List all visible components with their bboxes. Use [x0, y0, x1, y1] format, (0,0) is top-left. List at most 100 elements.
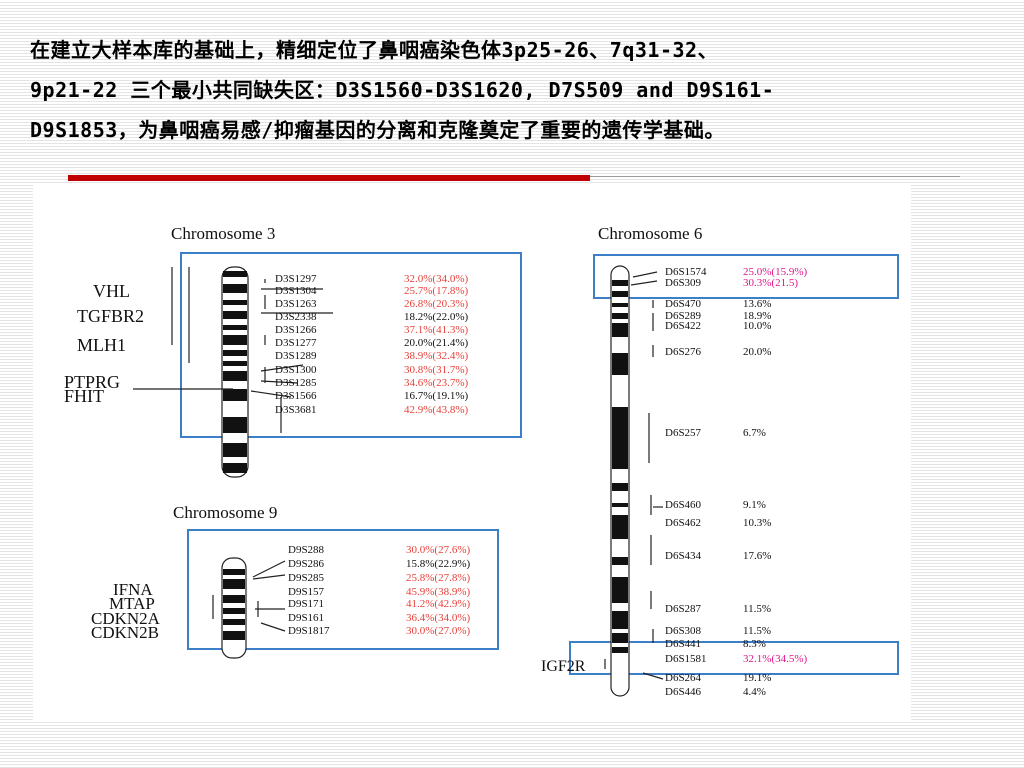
marker-loh-value: 20.0% — [743, 346, 771, 358]
marker-loh-value: 30.0%(27.0%) — [406, 625, 470, 637]
marker-name: D6S470 — [665, 298, 702, 310]
chr3-gene-labels: VHL TGFBR2 MLH1 PTPRG FHIT — [64, 281, 144, 406]
slide-text-line: D9S1853，为鼻咽癌易感/抑瘤基因的分离和克隆奠定了重要的遗传学基础。 — [30, 118, 725, 142]
chromosome-figure-panel: Chromosome 3 — [33, 185, 911, 720]
gene-label: IGF2R — [541, 658, 586, 675]
marker-name: D6S257 — [665, 427, 702, 439]
marker-loh-value: 4.4% — [743, 686, 766, 698]
marker-loh-value: 10.0% — [743, 320, 771, 332]
marker-name: D9S288 — [288, 544, 325, 556]
marker-name: D3S1263 — [275, 298, 317, 310]
marker-loh-value: 30.0%(27.6%) — [406, 544, 470, 556]
marker-loh-value: 30.8%(31.7%) — [404, 364, 468, 376]
marker-loh-value: 37.1%(41.3%) — [404, 324, 468, 336]
marker-loh-value: 11.5% — [743, 603, 771, 615]
chr9-marker-list: D9S288 30.0%(27.6%) D9S286 15.8%(22.9%) D9S2… — [288, 544, 470, 637]
chr6-marker-brackets — [604, 271, 664, 680]
chr3-ideogram — [221, 266, 249, 478]
marker-loh-value: 18.2%(22.0%) — [404, 311, 468, 323]
marker-name: D9S157 — [288, 586, 325, 598]
marker-loh-value: 10.3% — [743, 517, 771, 529]
gene-label: TGFBR2 — [77, 306, 144, 326]
marker-loh-value: 6.7% — [743, 427, 766, 439]
marker-name: D9S171 — [288, 598, 324, 610]
marker-name: D6S1574 — [665, 266, 707, 278]
chr6-marker-list: D6S1574 25.0%(15.9%) D6S309 30.3%(21.5) D6S4… — [665, 266, 807, 698]
slide-text-line: 在建立大样本库的基础上，精细定位了鼻咽癌染色体3p25-26、7q31-32、 — [30, 38, 719, 62]
marker-loh-value: 41.2%(42.9%) — [406, 598, 470, 610]
marker-name: D3S1289 — [275, 350, 317, 362]
marker-loh-value: 42.9%(43.8%) — [404, 404, 468, 416]
marker-name: D3S2338 — [275, 311, 317, 323]
marker-name: D3S3681 — [275, 404, 317, 416]
marker-name: D6S308 — [665, 625, 702, 637]
marker-name: D6S287 — [665, 603, 702, 615]
marker-name: D3S1277 — [275, 337, 317, 349]
marker-name: D3S1266 — [275, 324, 317, 336]
gene-label: MLH1 — [77, 335, 126, 355]
slide-text-line: 9p21-22 三个最小共同缺失区：D3S1560-D3S1620, D7S50… — [30, 78, 775, 102]
marker-loh-value: 45.9%(38.9%) — [406, 586, 470, 598]
marker-name: D6S462 — [665, 517, 701, 529]
marker-loh-value: 36.4%(34.0%) — [406, 612, 470, 624]
gene-label: CDKN2A — [91, 609, 161, 628]
marker-name: D9S286 — [288, 558, 325, 570]
marker-loh-value: 9.1% — [743, 499, 766, 511]
chr6-region-box-top — [593, 254, 899, 299]
gene-label: IFNA — [113, 580, 153, 599]
chr9-gene-labels: IFNA MTAP CDKN2A CDKN2B — [91, 580, 161, 642]
marker-loh-value: 13.6% — [743, 298, 771, 310]
marker-loh-value: 8.3% — [743, 638, 766, 650]
marker-name: D6S446 — [665, 686, 702, 698]
marker-loh-value: 32.1%(34.5%) — [743, 653, 807, 665]
marker-loh-value: 18.9% — [743, 310, 771, 322]
marker-name: D3S1566 — [275, 390, 317, 402]
marker-loh-value: 17.6% — [743, 550, 771, 562]
marker-name: D3S1300 — [275, 364, 317, 376]
marker-loh-value: 16.7%(19.1%) — [404, 390, 468, 402]
chr9-region-box — [187, 529, 499, 650]
chr3-marker-list: D3S1297 32.0%(34.0%) D3S1304 25.7%(17.8%) D3… — [275, 273, 468, 416]
marker-name: D3S1297 — [275, 273, 317, 285]
marker-loh-value: 15.8%(22.9%) — [406, 558, 470, 570]
marker-loh-value: 19.1% — [743, 672, 771, 684]
marker-name: D3S1285 — [275, 377, 317, 389]
marker-loh-value: 25.8%(27.8%) — [406, 572, 470, 584]
slide-text: 在建立大样本库的基础上，精细定位了鼻咽癌染色体3p25-26、7q31-32、 … — [30, 30, 1000, 150]
marker-name: D6S1581 — [665, 653, 707, 665]
chr6-ideogram — [610, 265, 630, 697]
chr3-title: Chromosome 3 — [171, 224, 275, 243]
gene-label: PTPRG — [64, 372, 120, 392]
chr3-gene-brackets — [133, 267, 333, 433]
marker-loh-value: 32.0%(34.0%) — [404, 273, 468, 285]
chr9-gene-brackets — [212, 560, 286, 632]
marker-loh-value: 30.3%(21.5) — [743, 277, 798, 289]
title-divider-red — [68, 175, 590, 181]
marker-loh-value: 20.0%(21.4%) — [404, 337, 468, 349]
marker-loh-value: 26.8%(20.3%) — [404, 298, 468, 310]
marker-name: D6S276 — [665, 346, 702, 358]
gene-label: CDKN2B — [91, 623, 159, 642]
chr6-title: Chromosome 6 — [598, 224, 702, 243]
marker-name: D6S434 — [665, 550, 702, 562]
gene-label: VHL — [93, 281, 130, 301]
marker-name: D6S309 — [665, 277, 702, 289]
marker-name: D6S441 — [665, 638, 701, 650]
marker-loh-value: 25.7%(17.8%) — [404, 285, 468, 297]
marker-name: D9S285 — [288, 572, 325, 584]
marker-loh-value: 25.0%(15.9%) — [743, 266, 807, 278]
marker-loh-value: 38.9%(32.4%) — [404, 350, 468, 362]
chr6-region-box-bottom — [569, 641, 899, 675]
gene-label: MTAP — [109, 594, 155, 613]
title-divider-gray — [590, 176, 960, 177]
chr9-title: Chromosome 9 — [173, 503, 277, 522]
chr3-region-box — [180, 252, 522, 438]
marker-name: D9S161 — [288, 612, 324, 624]
marker-loh-value: 11.5% — [743, 625, 771, 637]
chr9-ideogram — [221, 557, 247, 659]
gene-label: FHIT — [64, 386, 104, 406]
marker-name: D3S1304 — [275, 285, 317, 297]
marker-name: D9S1817 — [288, 625, 330, 637]
chromosome-figure: Chromosome 3 — [64, 224, 899, 698]
marker-name: D6S289 — [665, 310, 702, 322]
